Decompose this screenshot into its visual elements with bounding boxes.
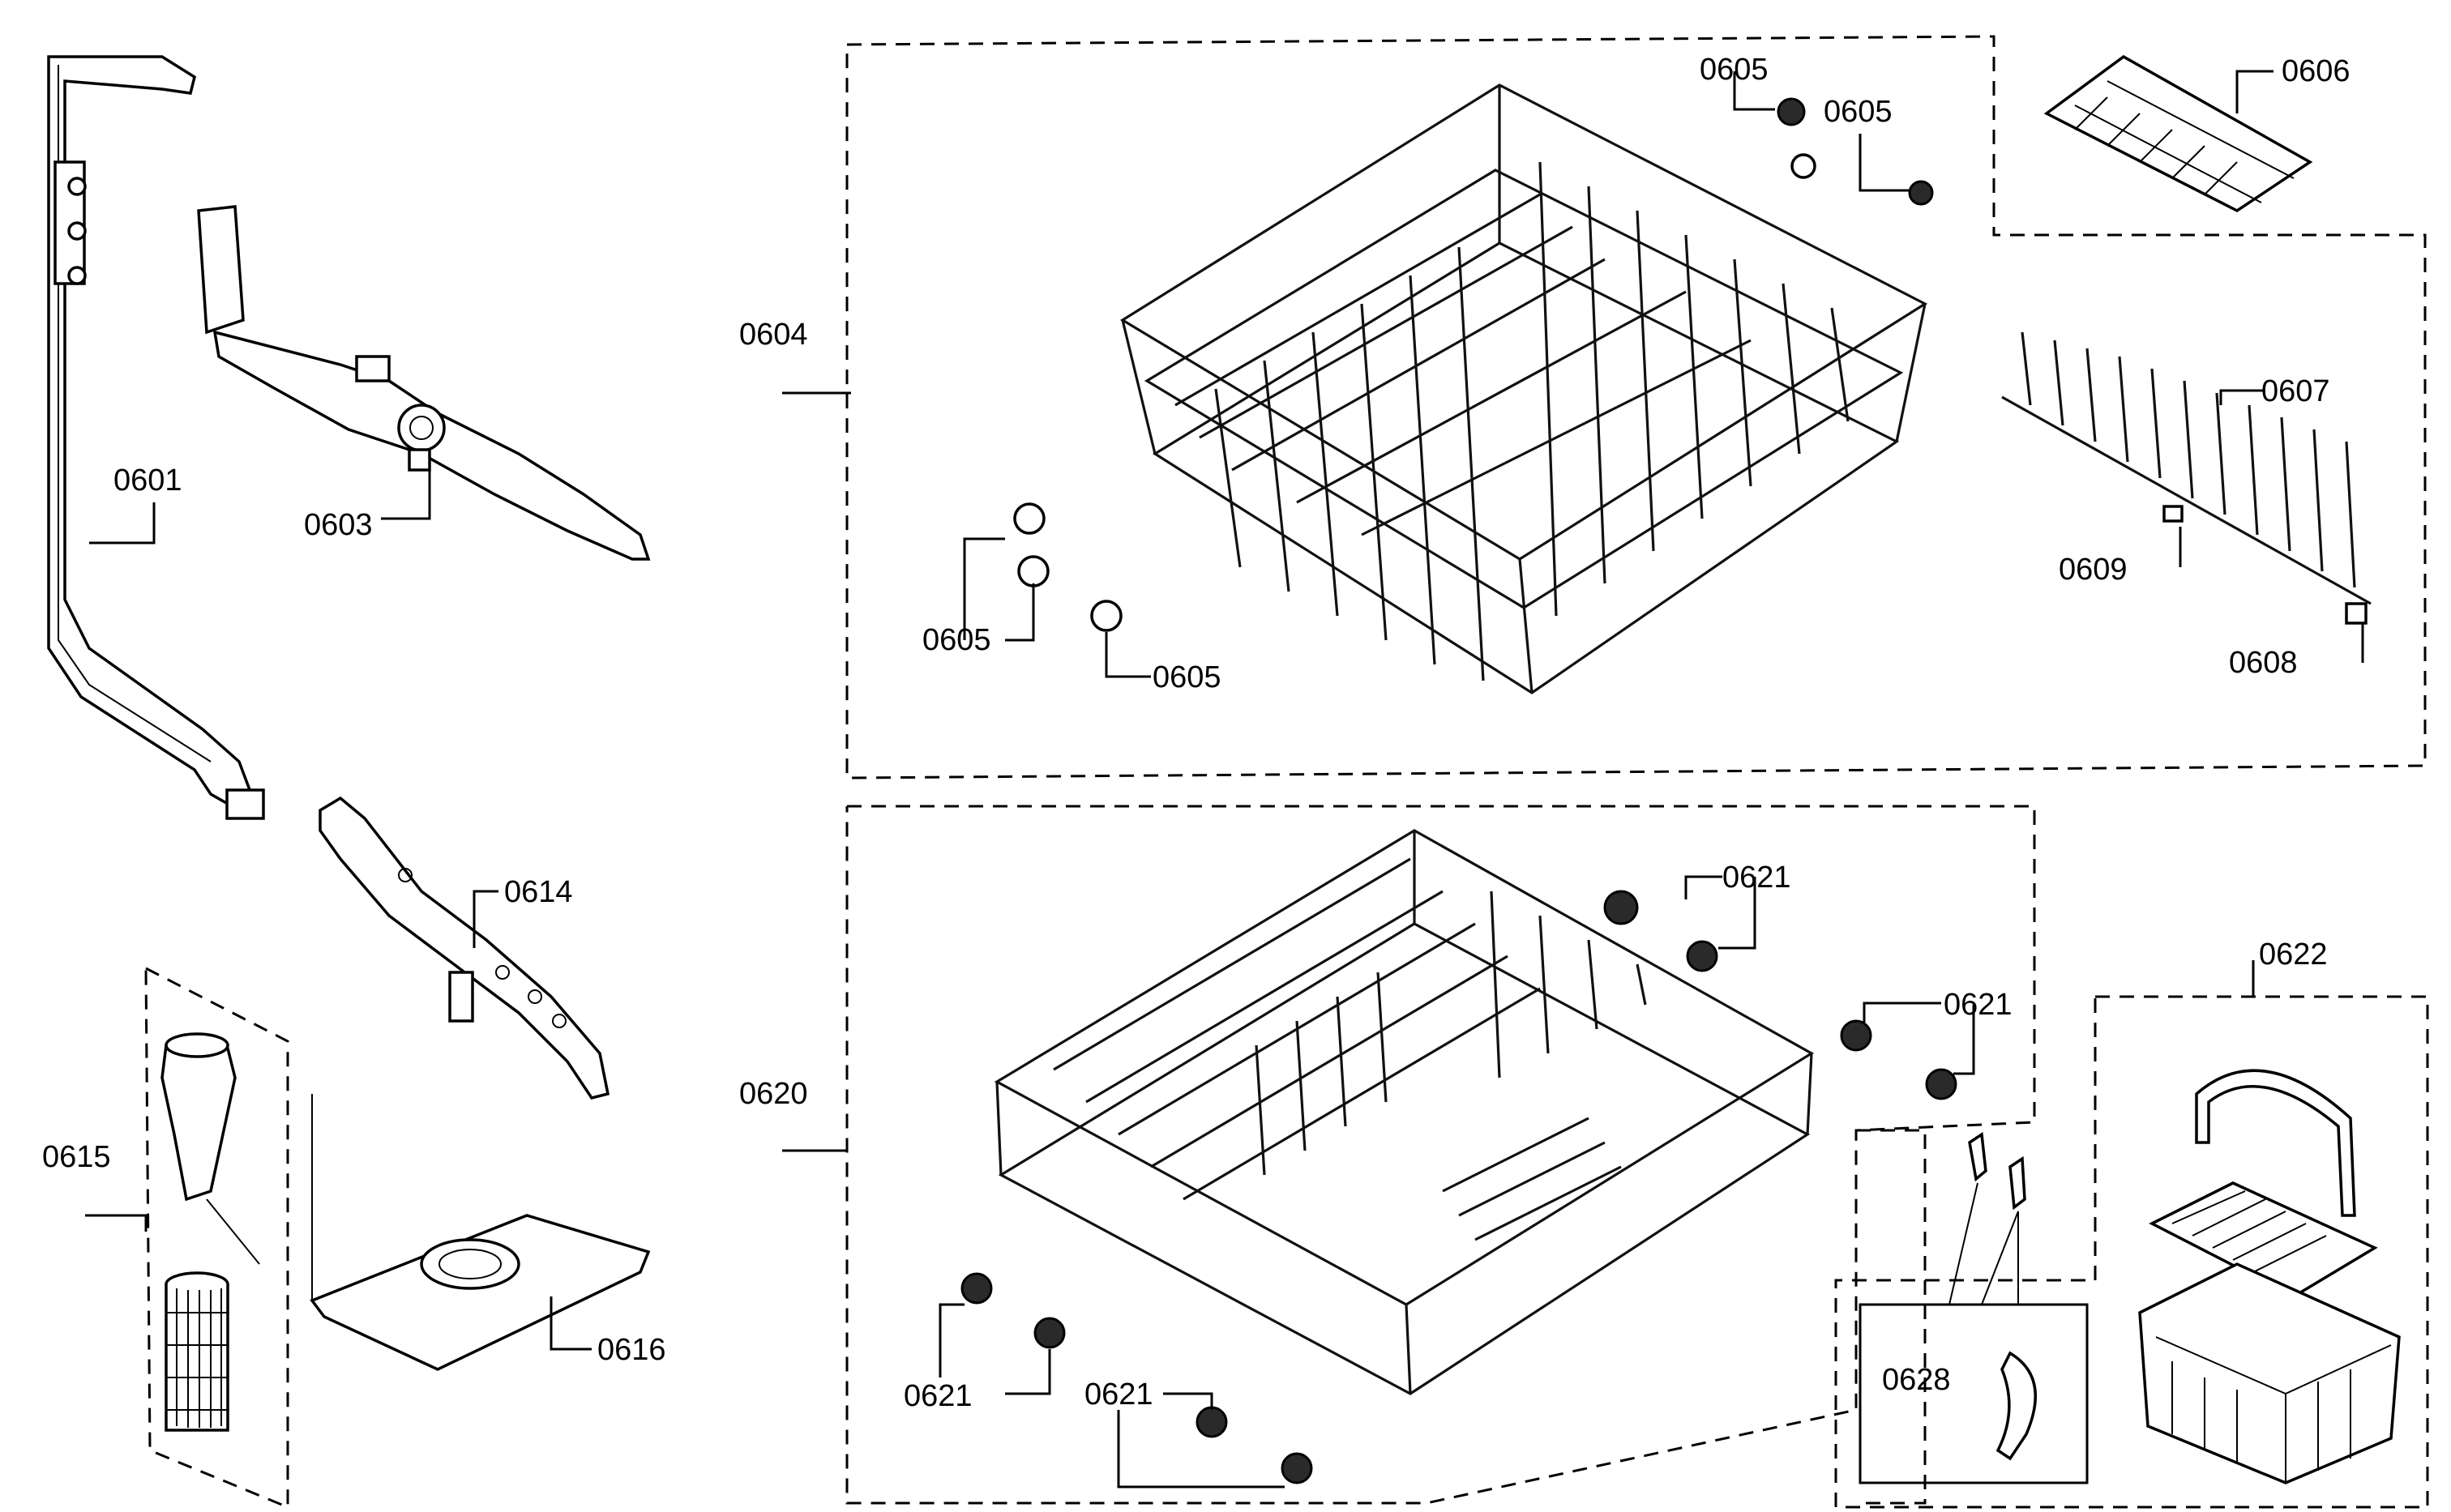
label-0605-top-right: 0605 [1824, 95, 1893, 129]
upper-rack-group-box [845, 35, 2427, 779]
upper-spray-arm-0603 [197, 205, 651, 561]
label-0609: 0609 [2059, 553, 2128, 587]
label-0621-top: 0621 [1722, 861, 1791, 895]
folding-tines-0607 [2001, 331, 2372, 625]
lower-rack-group-box [845, 805, 2036, 1505]
label-0615: 0615 [42, 1140, 111, 1174]
lower-rack-0620 [994, 829, 1815, 1395]
supply-pipe-0601 [47, 55, 265, 820]
label-0621-bottom-middle: 0621 [1084, 1377, 1153, 1412]
label-0620: 0620 [739, 1077, 808, 1111]
part-labels: 0601 0603 0604 0605 0605 0605 0605 0606 … [42, 53, 2350, 1413]
filter-group-box [144, 967, 289, 1510]
lower-rack-tines [1053, 857, 1647, 1241]
label-0605-lower-right: 0605 [1153, 660, 1221, 694]
cup-shelf-0606 [2043, 54, 2313, 213]
label-0614: 0614 [504, 875, 573, 909]
label-0605-lower-left: 0605 [922, 623, 991, 657]
upper-rack-tines [1174, 161, 1850, 681]
rack-rollers-0605 [1013, 97, 1934, 632]
clip-detail-box [1856, 1129, 2089, 1505]
label-0616: 0616 [597, 1333, 666, 1367]
label-0622: 0622 [2259, 938, 2328, 972]
rack-clips-0628 [1948, 1131, 2037, 1461]
label-0621-right: 0621 [1944, 988, 2013, 1022]
fine-filter-plate-0616 [206, 1094, 651, 1371]
filter-0615 [160, 1032, 237, 1432]
label-0628: 0628 [1882, 1363, 1951, 1397]
upper-rack-0604 [1119, 83, 1928, 694]
lower-rack-rollers-0621 [960, 890, 1957, 1484]
cutlery-basket-box [1834, 995, 2429, 1509]
label-0606: 0606 [2282, 54, 2350, 88]
lower-spray-arm-0614 [319, 796, 610, 1100]
label-0603: 0603 [304, 508, 373, 542]
label-0601: 0601 [113, 463, 182, 498]
label-0607: 0607 [2261, 374, 2330, 408]
leader-lines [85, 70, 2364, 1489]
cutlery-basket-0622 [2138, 1069, 2401, 1484]
label-0621-bottom-left: 0621 [904, 1379, 973, 1413]
label-0604: 0604 [739, 318, 808, 352]
label-0605-top-left: 0605 [1700, 53, 1769, 87]
label-0608: 0608 [2229, 646, 2298, 680]
